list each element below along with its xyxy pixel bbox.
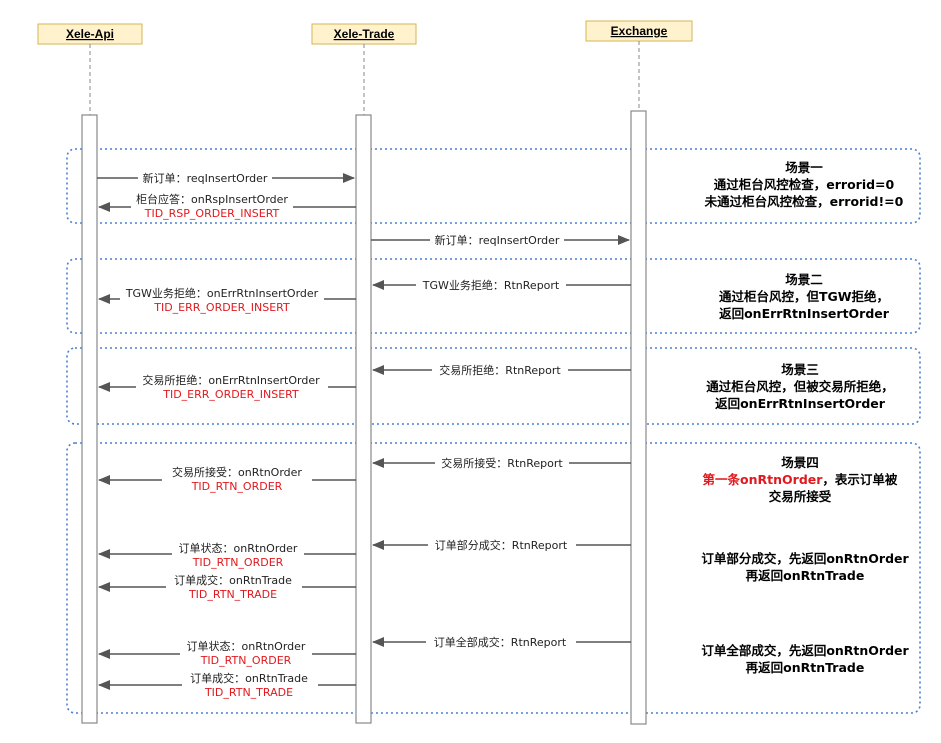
scene-frame-3 [66, 347, 921, 425]
scene-3-line-2: 返回onErrRtnInsertOrder [715, 396, 886, 411]
scene-1-line-1: 通过柜台风控检查，errorid=0 [714, 177, 895, 192]
activation-bar-exchange [630, 110, 647, 725]
scene-2-title: 场景二 [785, 272, 823, 287]
msg-exchange-accept-rtn-order: 交易所接受：onRtnOrder [172, 465, 302, 479]
msg-partial-rtn-order: 订单状态：onRtnOrder [179, 541, 298, 555]
msg-exchange-err-rtn: 交易所拒绝：onErrRtnInsertOrder [142, 373, 320, 387]
msg-exchange-accept-report: 交易所接受：RtnReport [441, 456, 563, 470]
msg-tgw-err-rtn: TGW业务拒绝：onErrRtnInsertOrder [125, 286, 319, 300]
msg-full-fill-report: 订单全部成交：RtnReport [434, 635, 567, 649]
scene-4-title: 场景四 [781, 455, 819, 470]
activation-bar-trade [355, 114, 372, 724]
msg-full-rtn-order: 订单状态：onRtnOrder [187, 639, 306, 653]
tid-err-order-insert-1: TID_ERR_ORDER_INSERT [153, 301, 290, 314]
scene-4-line-1: 第一条onRtnOrder，表示订单被 [703, 472, 898, 487]
scene-3-title: 场景三 [781, 362, 819, 377]
lifeline-label-api: Xele-Api [66, 27, 114, 41]
msg-full-rtn-trade: 订单成交：onRtnTrade [190, 671, 308, 685]
tid-rtn-order-1: TID_RTN_ORDER [191, 480, 283, 493]
scene-1-title: 场景一 [785, 160, 823, 175]
scene-2-line-1: 通过柜台风控，但TGW拒绝， [719, 289, 889, 304]
scene-frame-4 [66, 442, 921, 714]
scene-4-full-line-2: 再返回onRtnTrade [746, 660, 865, 675]
tid-rtn-trade-2: TID_RTN_TRADE [204, 686, 293, 699]
msg-partial-rtn-trade: 订单成交：onRtnTrade [174, 573, 292, 587]
msg-tgw-reject-report: TGW业务拒绝：RtnReport [422, 278, 560, 292]
scene-4-line-2: 交易所接受 [769, 489, 832, 504]
tid-rsp-order-insert: TID_RSP_ORDER_INSERT [144, 207, 280, 220]
msg-rsp-insert-order: 柜台应答：onRspInsertOrder [136, 192, 288, 206]
scene-4-partial-line-1: 订单部分成交，先返回onRtnOrder [701, 551, 909, 566]
tid-rtn-trade-1: TID_RTN_TRADE [188, 588, 277, 601]
scene-2-line-2: 返回onErrRtnInsertOrder [719, 306, 890, 321]
scene-4-line-1-rest: ，表示订单被 [822, 472, 898, 487]
activation-bar-api [81, 114, 98, 724]
tid-err-order-insert-2: TID_ERR_ORDER_INSERT [162, 388, 299, 401]
scene-1-line-2: 未通过柜台风控检查，errorid!=0 [704, 194, 904, 209]
scene-4-full-line-1: 订单全部成交，先返回onRtnOrder [701, 643, 909, 658]
msg-new-order-2: 新订单：reqInsertOrder [435, 233, 560, 247]
tid-rtn-order-3: TID_RTN_ORDER [200, 654, 292, 667]
msg-new-order-1: 新订单：reqInsertOrder [143, 171, 268, 185]
scene-4-first-rtn-order: 第一条onRtnOrder [703, 472, 824, 487]
scene-3-line-1: 通过柜台风控，但被交易所拒绝， [706, 379, 894, 394]
msg-partial-fill-report: 订单部分成交：RtnReport [435, 538, 568, 552]
msg-exchange-reject-report: 交易所拒绝：RtnReport [439, 363, 561, 377]
lifeline-label-trade: Xele-Trade [334, 27, 395, 41]
lifeline-label-exchange: Exchange [611, 24, 668, 38]
tid-rtn-order-2: TID_RTN_ORDER [192, 556, 284, 569]
scene-4-partial-line-2: 再返回onRtnTrade [746, 568, 865, 583]
